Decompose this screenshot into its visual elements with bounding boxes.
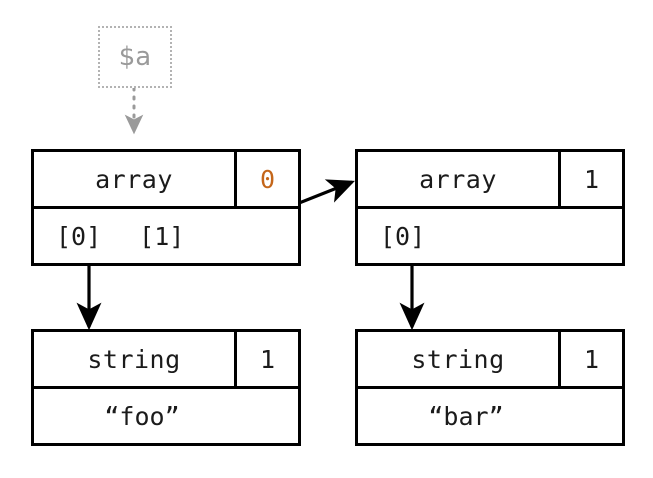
array-slot-1[interactable]: [1] — [139, 221, 185, 251]
node-refcount-value: 1 — [583, 344, 600, 374]
node-string-bar[interactable]: string 1 “bar” — [355, 329, 625, 446]
symbol-box-a[interactable]: $a — [98, 26, 172, 88]
node-body: [0] [1] — [34, 209, 298, 263]
node-header: array 0 — [34, 152, 298, 209]
node-header: array 1 — [358, 152, 622, 209]
node-body: “bar” — [358, 389, 622, 443]
node-type-label: string — [411, 344, 505, 374]
symbol-label: $a — [118, 42, 152, 72]
string-value: “bar” — [428, 401, 504, 431]
string-value: “foo” — [104, 401, 180, 431]
node-refcount-cell: 0 — [234, 152, 298, 206]
node-body: [0] — [358, 209, 622, 263]
node-header: string 1 — [358, 332, 622, 389]
node-type-label: array — [419, 164, 497, 194]
array-slot-0[interactable]: [0] — [56, 221, 102, 251]
node-refcount-value: 0 — [259, 164, 276, 194]
node-type-label: string — [87, 344, 181, 374]
node-header: string 1 — [34, 332, 298, 389]
node-array-outer[interactable]: array 0 [0] [1] — [31, 149, 301, 266]
node-refcount-value: 1 — [259, 344, 276, 374]
node-refcount-cell: 1 — [558, 152, 622, 206]
node-array-inner[interactable]: array 1 [0] — [355, 149, 625, 266]
node-refcount-cell: 1 — [558, 332, 622, 386]
array-slot-0[interactable]: [0] — [380, 221, 426, 251]
node-body: “foo” — [34, 389, 298, 443]
node-refcount-cell: 1 — [234, 332, 298, 386]
node-string-foo[interactable]: string 1 “foo” — [31, 329, 301, 446]
node-type-label: array — [95, 164, 173, 194]
node-refcount-value: 1 — [583, 164, 600, 194]
